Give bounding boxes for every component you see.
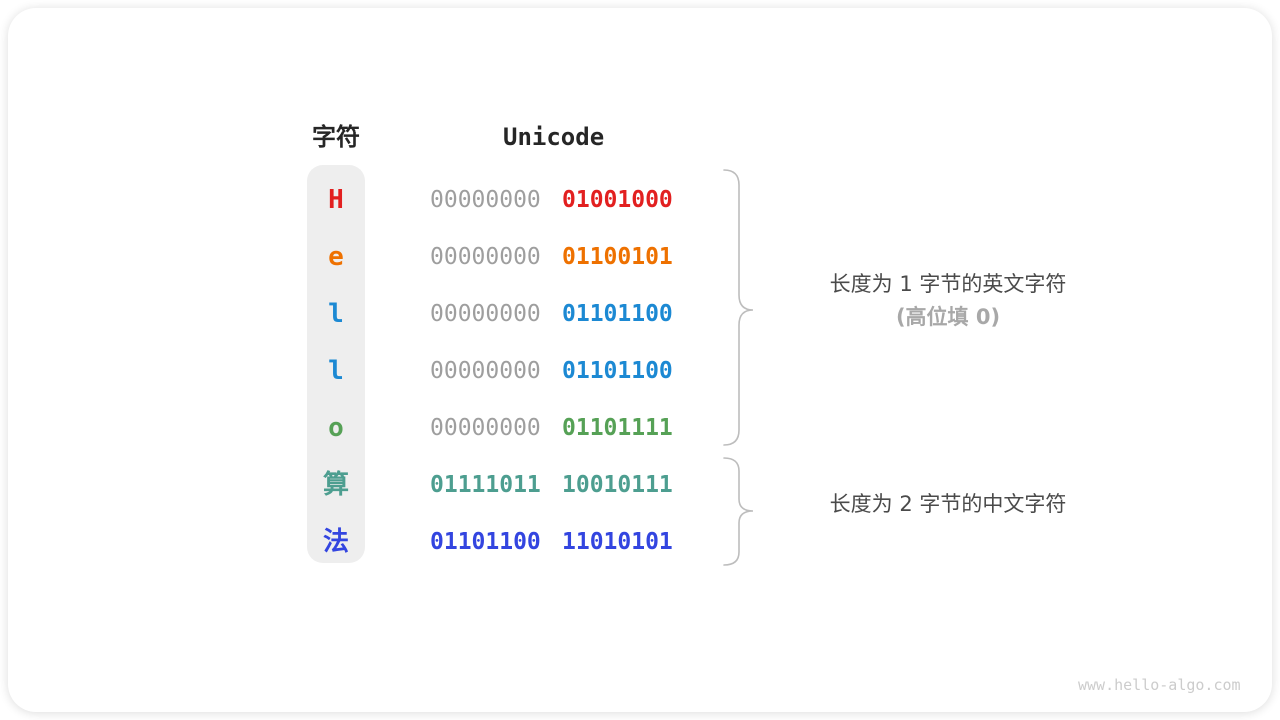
table-row: 算 01111011 10010111: [8, 456, 1272, 513]
annotation-english-line2: (高位填 0): [895, 305, 1001, 329]
character-cell: o: [328, 412, 344, 443]
character-cell: H: [328, 184, 344, 215]
table-row: e 00000000 01100101: [8, 228, 1272, 285]
column-header-unicode: Unicode: [503, 123, 605, 151]
character-cell: 算: [322, 469, 349, 500]
low-byte: 01001000: [562, 186, 673, 213]
high-byte: 00000000: [430, 414, 541, 441]
annotation-chinese: 长度为 2 字节的中文字符: [770, 488, 1126, 520]
low-byte: 01101100: [562, 357, 673, 384]
high-byte: 00000000: [430, 300, 541, 327]
figure-card: 字符 Unicode H 00000000 01001000 e 0000000…: [8, 8, 1272, 712]
character-column-background: [307, 165, 365, 563]
character-cell: 法: [322, 526, 349, 557]
low-byte: 01101111: [562, 414, 673, 441]
low-byte: 11010101: [562, 528, 673, 555]
low-byte: 01101100: [562, 300, 673, 327]
table-row: o 00000000 01101111: [8, 399, 1272, 456]
brace-english-group-icon: [723, 169, 754, 446]
high-byte: 01101100: [430, 528, 541, 555]
annotation-english: 长度为 1 字节的英文字符 (高位填 0): [770, 268, 1126, 334]
table-row: 法 01101100 11010101: [8, 513, 1272, 570]
high-byte: 01111011: [430, 471, 541, 498]
brace-chinese-group-icon: [723, 457, 754, 566]
high-byte: 00000000: [430, 186, 541, 213]
encoding-table: H 00000000 01001000 e 00000000 01100101 …: [8, 8, 1272, 712]
character-cell: l: [328, 355, 344, 386]
low-byte: 01100101: [562, 243, 673, 270]
column-header-character: 字符: [312, 123, 360, 151]
table-row: l 00000000 01101100: [8, 342, 1272, 399]
annotation-chinese-line1: 长度为 2 字节的中文字符: [829, 492, 1067, 516]
high-byte: 00000000: [430, 243, 541, 270]
watermark: www.hello-algo.com: [1078, 676, 1241, 694]
character-cell: e: [328, 241, 344, 272]
character-cell: l: [328, 298, 344, 329]
high-byte: 00000000: [430, 357, 541, 384]
low-byte: 10010111: [562, 471, 673, 498]
annotation-english-line1: 长度为 1 字节的英文字符: [829, 272, 1067, 296]
table-row: H 00000000 01001000: [8, 171, 1272, 228]
table-row: l 00000000 01101100: [8, 285, 1272, 342]
